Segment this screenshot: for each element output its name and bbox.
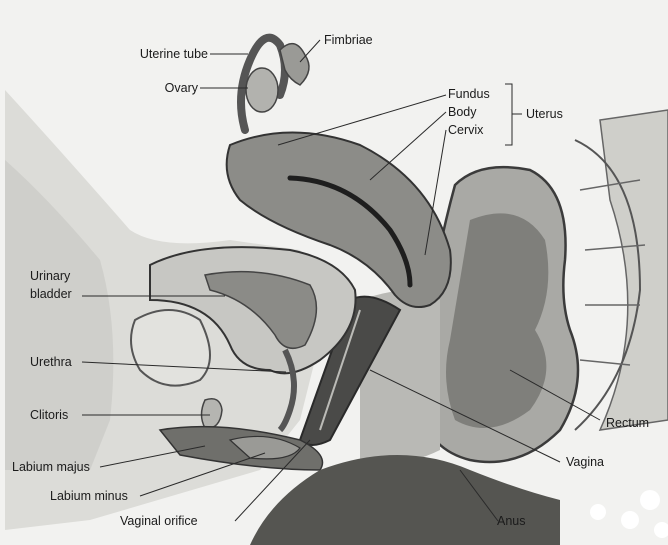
- label-body: Body: [448, 105, 477, 119]
- label-fimbriae: Fimbriae: [324, 33, 373, 47]
- label-urethra: Urethra: [30, 355, 72, 369]
- label-bladder: bladder: [30, 287, 72, 301]
- artifact-dot: [590, 504, 606, 520]
- label-fundus: Fundus: [448, 87, 490, 101]
- label-cervix: Cervix: [448, 123, 484, 137]
- label-anus: Anus: [497, 514, 526, 528]
- artifact-dot: [640, 490, 660, 510]
- label-uterus: Uterus: [526, 107, 563, 121]
- label-uterine-tube: Uterine tube: [140, 47, 208, 61]
- label-vaginal-orifice: Vaginal orifice: [120, 514, 198, 528]
- label-ovary: Ovary: [165, 81, 199, 95]
- label-clitoris: Clitoris: [30, 408, 68, 422]
- label-labium-minus: Labium minus: [50, 489, 128, 503]
- label-urinary: Urinary: [30, 269, 71, 283]
- ovary-shape: [246, 68, 278, 112]
- label-rectum: Rectum: [606, 416, 649, 430]
- label-labium-majus: Labium majus: [12, 460, 90, 474]
- artifact-dot: [621, 511, 639, 529]
- label-vagina: Vagina: [566, 455, 604, 469]
